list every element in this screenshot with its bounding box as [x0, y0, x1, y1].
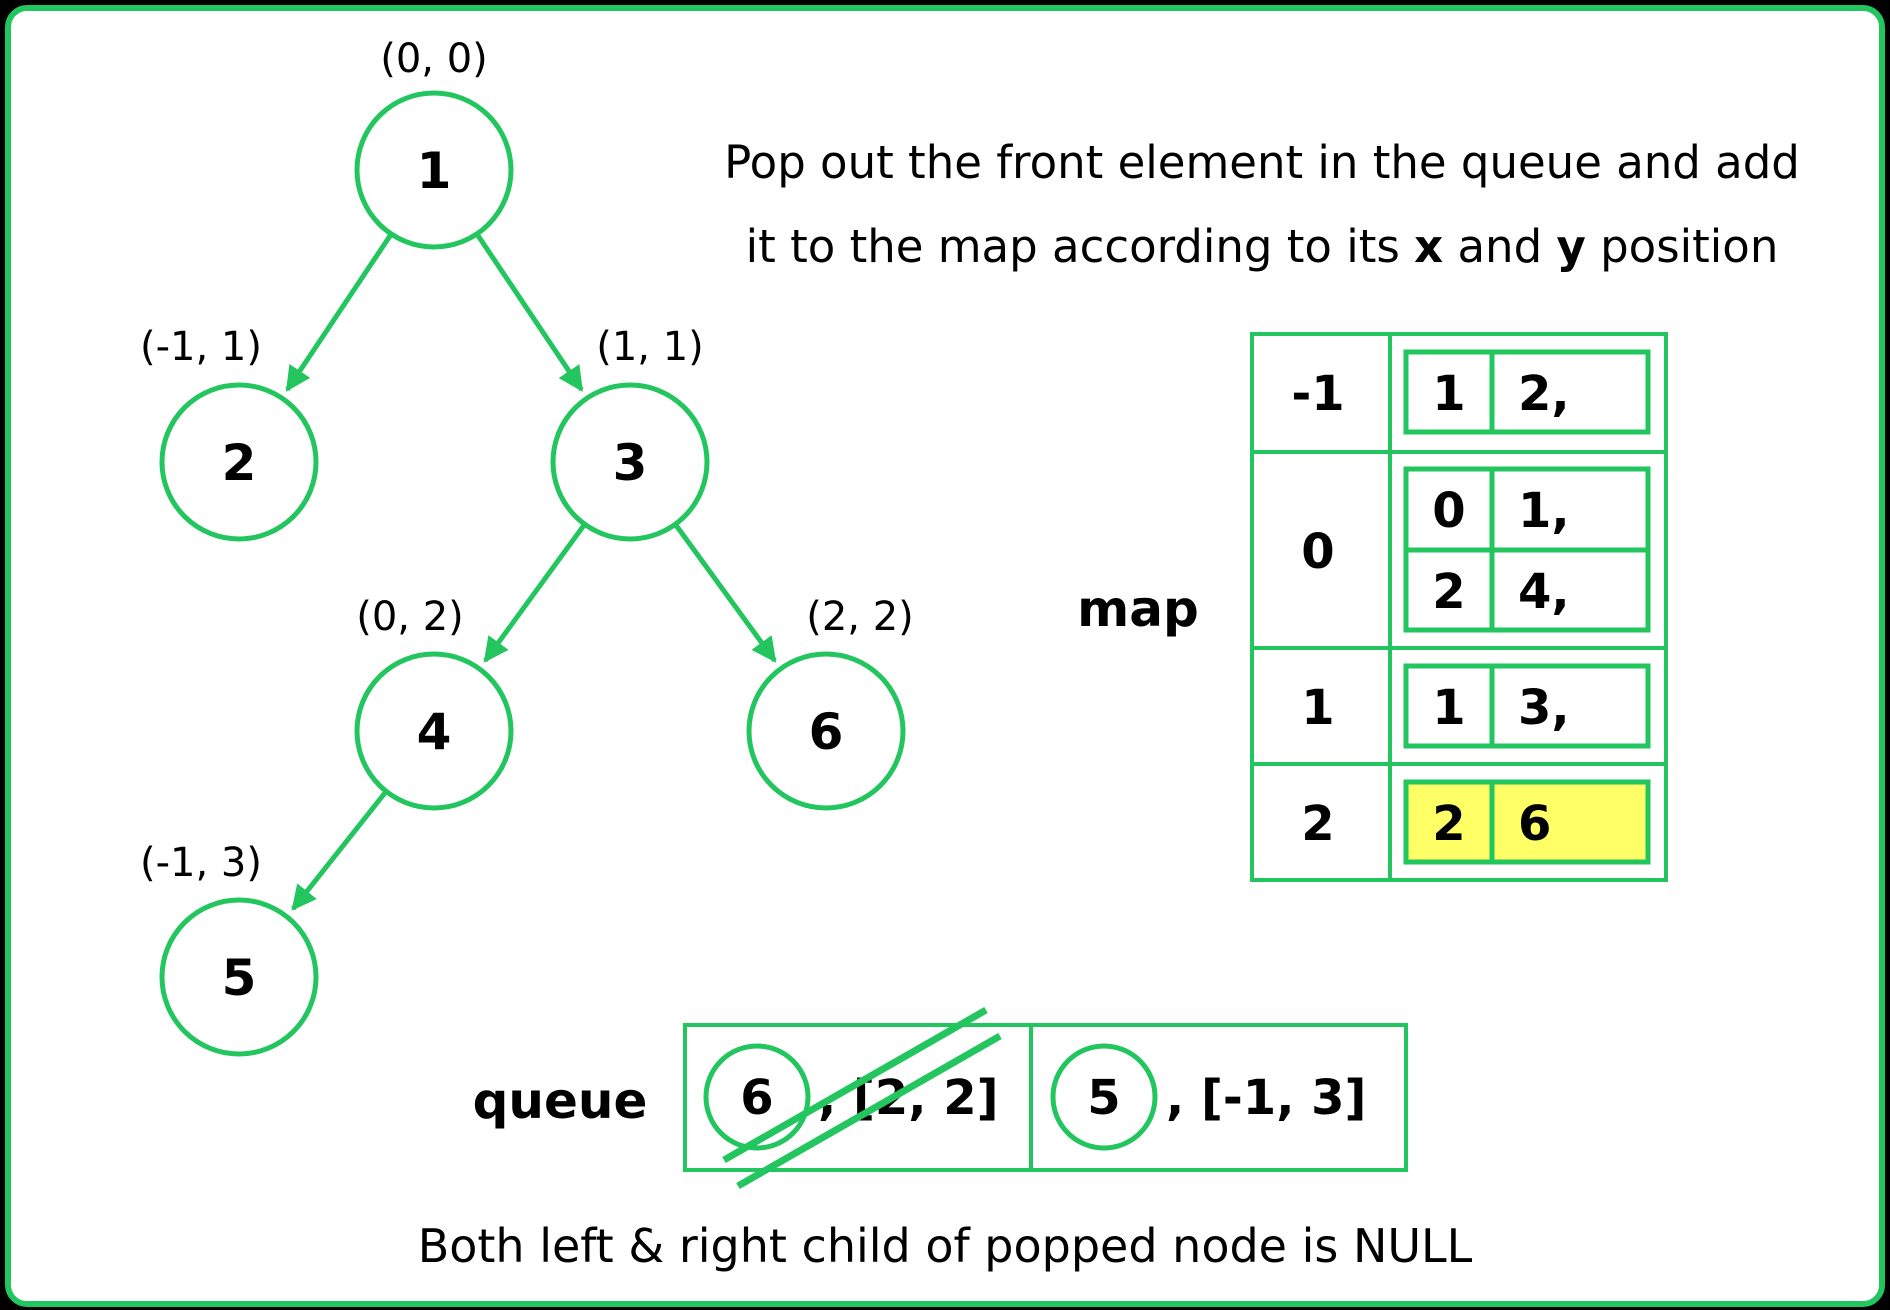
tree-node-5: 5 (-1, 3) — [140, 840, 319, 1057]
tree-node-label: 4 — [417, 703, 452, 761]
tree-edge-4-5 — [291, 791, 387, 911]
tree-edge-3-4 — [483, 524, 586, 663]
map-entry-y: 2 — [1432, 796, 1465, 852]
map-row: 0 0 1, 2 4, — [1301, 466, 1651, 633]
map-entry-y: 2 — [1432, 564, 1465, 620]
tree-node-label: 5 — [222, 949, 257, 1007]
binary-tree: 1 (0, 0) 2 (-1, 1) 3 (1, 1) 4 (0, 2) 6 (… — [140, 36, 914, 1057]
footer-note: Both left & right child of popped node i… — [418, 1219, 1473, 1273]
tree-node-label: 3 — [613, 434, 648, 492]
tree-node-3: 3 (1, 1) — [550, 324, 710, 542]
queue-node-coord: , [-1, 3] — [1166, 1070, 1366, 1126]
map-entry-value: 1, — [1518, 483, 1570, 539]
map-key: 0 — [1301, 524, 1334, 580]
tree-node-circle — [354, 90, 514, 250]
map-key: -1 — [1291, 366, 1344, 422]
tree-node-label: 1 — [417, 142, 452, 200]
map-row-highlighted: 2 2 6 — [1301, 779, 1651, 865]
tree-edges — [285, 234, 777, 911]
caption-line-2-end: position — [1586, 220, 1779, 273]
map-entry-y: 1 — [1432, 680, 1465, 736]
map-entry-value: 3, — [1518, 680, 1570, 736]
tree-node-circle — [746, 651, 906, 811]
queue-item: 5 , [-1, 3] — [1050, 1043, 1366, 1151]
caption-line-2: it to the map according to its x and y p… — [746, 220, 1779, 273]
caption-x: x — [1414, 220, 1443, 273]
map-entry-y: 1 — [1432, 366, 1465, 422]
caption-line-2-start: it to the map according to its — [746, 220, 1415, 273]
tree-edge-1-2 — [285, 234, 393, 392]
strike-line — [736, 1032, 1002, 1190]
queue-node-coord: , [2, 2] — [818, 1070, 999, 1126]
tree-node-2: 2 (-1, 1) — [140, 324, 319, 542]
map-key: 2 — [1301, 796, 1334, 852]
tree-node-6: 6 (2, 2) — [746, 594, 914, 811]
map-row: 1 1 3, — [1301, 663, 1651, 749]
queue-label: queue — [473, 1072, 648, 1130]
tree-edge-3-6 — [674, 524, 777, 663]
tree-node-coord: (1, 1) — [596, 324, 704, 370]
map-entry-value: 2, — [1518, 366, 1570, 422]
map-label: map — [1077, 580, 1199, 638]
caption-y: y — [1556, 220, 1585, 273]
tree-node-label: 2 — [222, 434, 257, 492]
map-key: 1 — [1301, 680, 1334, 736]
queue-node-label: 6 — [740, 1070, 773, 1126]
tree-node-circle — [159, 382, 319, 542]
instruction-caption: Pop out the front element in the queue a… — [724, 136, 1800, 273]
tree-node-circle — [354, 651, 514, 811]
caption-line-1: Pop out the front element in the queue a… — [724, 136, 1800, 189]
tree-node-circle — [159, 897, 319, 1057]
strike-line — [722, 1006, 988, 1164]
queue-node-label: 5 — [1087, 1070, 1120, 1126]
tree-node-label: 6 — [809, 703, 844, 761]
map-entry-box — [1403, 663, 1651, 749]
tree-node-coord: (0, 2) — [356, 594, 464, 640]
tree-edge-1-3 — [475, 234, 584, 392]
map-entry-box — [1403, 349, 1651, 435]
map-row: -1 1 2, — [1291, 349, 1651, 435]
tree-node-circle — [550, 382, 710, 542]
map-entry-y: 0 — [1432, 483, 1465, 539]
tree-node-coord: (-1, 3) — [140, 840, 262, 886]
tree-node-4: 4 (0, 2) — [354, 594, 514, 811]
tree-node-1: 1 (0, 0) — [354, 36, 514, 250]
map-entry-box-highlight — [1403, 779, 1651, 865]
queue-box: 6 , [2, 2] 5 , [-1, 3] — [683, 1006, 1408, 1190]
tree-node-coord: (2, 2) — [806, 594, 914, 640]
caption-and: and — [1443, 220, 1556, 273]
tree-node-coord: (-1, 1) — [140, 324, 262, 370]
map-entry-value: 4, — [1518, 564, 1570, 620]
queue-node-circle — [1050, 1043, 1158, 1151]
map-entry-value: 6 — [1518, 796, 1551, 852]
tree-node-coord: (0, 0) — [380, 36, 488, 82]
queue-item-popped: 6 , [2, 2] — [703, 1006, 1002, 1190]
map-table: -1 1 2, 0 0 1, 2 4, 1 1 3, 2 — [1250, 332, 1668, 882]
